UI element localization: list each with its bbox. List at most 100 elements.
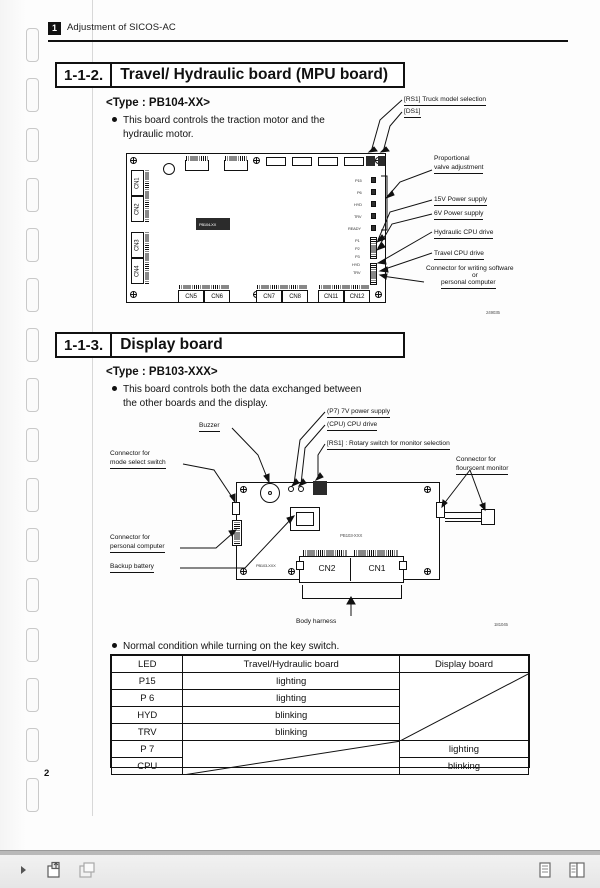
cell-travel-p15: lighting bbox=[182, 672, 400, 690]
cn2-pins bbox=[303, 550, 347, 556]
cell-led-p6: P 6 bbox=[110, 689, 184, 707]
header-pins-lower bbox=[371, 265, 376, 283]
cell-travel-lower-blank bbox=[182, 740, 400, 775]
mounting-screw bbox=[288, 568, 295, 575]
cell-display-upper-blank bbox=[398, 672, 530, 741]
test-point-label-hyd: HYD bbox=[352, 262, 360, 267]
binding-hole bbox=[26, 728, 39, 762]
margin-rule bbox=[92, 0, 93, 816]
top-component bbox=[344, 157, 364, 166]
bullet-dot bbox=[112, 643, 117, 648]
callout-travel-cpu-drive: Travel CPU drive bbox=[434, 250, 484, 260]
cell-led-p7: P 7 bbox=[110, 740, 184, 758]
toolbar-left-group bbox=[12, 859, 98, 881]
binding-hole bbox=[26, 778, 39, 812]
description-line-1: This board controls the traction motor a… bbox=[123, 115, 325, 126]
two-page-view-glyph bbox=[569, 861, 585, 878]
connector-latch-right bbox=[399, 561, 407, 570]
two-page-view-icon[interactable] bbox=[566, 859, 588, 881]
arrow-right-icon[interactable] bbox=[12, 859, 34, 881]
callout-connector-mode-select-2: mode select switch bbox=[110, 459, 166, 469]
table-row: P 7 lighting bbox=[110, 740, 530, 775]
mounting-screw bbox=[130, 291, 137, 298]
binding-hole bbox=[26, 478, 39, 512]
connector-cn1: CN1 bbox=[131, 170, 144, 196]
led-table-caption-text: Normal condition while turning on the ke… bbox=[123, 641, 340, 652]
chapter-number-badge: 1 bbox=[48, 22, 61, 35]
cell-led-trv: TRV bbox=[110, 723, 184, 741]
led-hyd bbox=[371, 201, 376, 207]
cell-travel-hyd: blinking bbox=[182, 706, 400, 724]
header-led: LED bbox=[110, 655, 184, 673]
top-component-pins bbox=[225, 156, 247, 161]
section-number: 1-1-3. bbox=[57, 334, 113, 356]
rotary-switch-rs1-display bbox=[313, 481, 327, 495]
type-label-112: <Type : PB104-XX> bbox=[106, 97, 210, 109]
connector-cn6: CN6 bbox=[204, 290, 230, 303]
connector-cn2-display: CN2 bbox=[318, 563, 336, 573]
led-label-trv: TRV bbox=[354, 214, 362, 219]
chapter-title: Adjustment of SICOS-AC bbox=[67, 22, 176, 33]
test-point-label-trv: TRV bbox=[353, 270, 361, 275]
callout-connector-fluorescent-1: Connector for bbox=[456, 456, 496, 463]
figure-code-113: 181045 bbox=[494, 622, 508, 627]
binding-hole bbox=[26, 628, 39, 662]
cn11-cn12-pins bbox=[319, 285, 369, 289]
mounting-screw bbox=[253, 157, 260, 164]
table-header-row: LED Travel/Hydraulic board Display board bbox=[110, 655, 530, 673]
scanned-page: 1 Adjustment of SICOS-AC 1-1-2. Travel/ … bbox=[0, 0, 600, 850]
import-page-icon[interactable] bbox=[44, 859, 66, 881]
connector-cn2: CN2 bbox=[131, 196, 144, 222]
mounting-screw bbox=[424, 568, 431, 575]
cn1-pins bbox=[354, 550, 398, 556]
copy-page-glyph bbox=[79, 861, 95, 878]
header-travel-board: Travel/Hydraulic board bbox=[182, 655, 400, 673]
pc-connector-pins bbox=[234, 522, 240, 544]
copy-page-icon[interactable] bbox=[76, 859, 98, 881]
rotary-switch-rs1 bbox=[366, 156, 375, 166]
connector-keying-left-upper bbox=[145, 170, 149, 222]
callout-rs1-rotary-switch: [RS1] : Rotary switch for monitor select… bbox=[327, 440, 450, 450]
header-display-board: Display board bbox=[398, 655, 530, 673]
binding-hole bbox=[26, 128, 39, 162]
callout-personal-computer: personal computer bbox=[441, 279, 496, 289]
table-row: CPU blinking bbox=[110, 757, 530, 775]
connector-cn1-display: CN1 bbox=[368, 563, 386, 573]
callout-ds1: [DS1] bbox=[404, 108, 421, 118]
led-cpu bbox=[298, 486, 304, 492]
callout-body-harness: Body harness bbox=[296, 618, 337, 625]
cn7-cn8-pins bbox=[257, 285, 307, 289]
connector-cn8: CN8 bbox=[282, 290, 308, 303]
led-p15 bbox=[371, 177, 376, 183]
section-name: Travel/ Hydraulic board (MPU board) bbox=[120, 66, 389, 83]
binding-hole bbox=[26, 328, 39, 362]
buzzer-component bbox=[260, 483, 280, 503]
connector-cn5: CN5 bbox=[178, 290, 204, 303]
top-component bbox=[185, 160, 209, 171]
connector-cn3: CN3 bbox=[131, 232, 144, 258]
led-label-p15: P15 bbox=[355, 178, 362, 183]
dip-switch-ds1 bbox=[378, 156, 385, 166]
description-line-2: the other boards and the display. bbox=[123, 398, 268, 409]
mounting-screw bbox=[424, 486, 431, 493]
callout-connector-pc-2: personal computer bbox=[110, 543, 165, 553]
led-status-table: LED Travel/Hydraulic board Display board… bbox=[110, 654, 530, 775]
binding-hole bbox=[26, 578, 39, 612]
callout-p7-power: (P7) 7V power supply bbox=[327, 408, 391, 418]
connector-cn11: CN11 bbox=[318, 290, 344, 303]
led-label-p6: P6 bbox=[357, 190, 362, 195]
cell-display-p7: lighting bbox=[398, 740, 530, 758]
single-page-view-icon[interactable] bbox=[534, 859, 556, 881]
binding-hole bbox=[26, 528, 39, 562]
table-row: P 6 lighting bbox=[110, 689, 529, 707]
callout-cpu-drive: (CPU) CPU drive bbox=[327, 421, 378, 431]
header-pins-upper bbox=[371, 239, 376, 257]
binding-hole bbox=[26, 378, 39, 412]
board-silk-text: PB104-XX bbox=[199, 222, 217, 227]
description-line-2: hydraulic motor. bbox=[123, 129, 194, 140]
binding-hole bbox=[26, 428, 39, 462]
diagonal-strike-lower bbox=[186, 741, 399, 774]
cn5-cn6-pins bbox=[179, 285, 229, 289]
section-heading-112: 1-1-2. Travel/ Hydraulic board (MPU boar… bbox=[55, 62, 405, 88]
backup-battery-inner bbox=[296, 512, 314, 526]
